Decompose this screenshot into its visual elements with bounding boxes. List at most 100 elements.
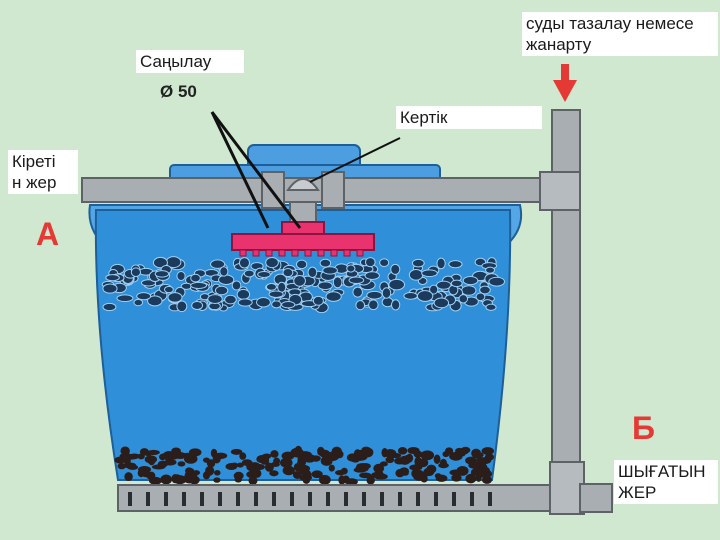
gravel-stone: [399, 455, 411, 465]
gravel-stone: [371, 471, 385, 479]
pebble: [130, 267, 142, 277]
pebble: [116, 294, 134, 303]
gravel-stone: [281, 451, 295, 461]
pebble: [461, 285, 477, 296]
gravel-stone: [456, 465, 469, 476]
drain-slot: [236, 492, 240, 506]
pebble: [268, 290, 284, 298]
gravel-stone: [445, 447, 454, 455]
gravel-stone: [451, 474, 462, 482]
gravel-stone: [328, 464, 335, 472]
gravel-stone: [338, 475, 346, 485]
drain-slot: [362, 492, 366, 506]
gravel-stone: [124, 472, 133, 482]
drain-slot: [290, 492, 294, 506]
drain-slot: [272, 492, 276, 506]
pebble: [366, 290, 383, 300]
pebble: [436, 257, 446, 270]
nozzle: [278, 249, 286, 257]
gravel-stone: [420, 450, 435, 461]
pebble: [152, 256, 168, 269]
pebble: [325, 291, 342, 302]
pebble: [207, 294, 223, 304]
valve-label: Кертік: [396, 106, 542, 129]
pebble: [296, 259, 308, 270]
nozzle: [239, 249, 247, 257]
pebble: [416, 290, 434, 302]
gravel-stone: [373, 463, 385, 474]
pebble: [364, 271, 380, 280]
gravel-stone: [147, 449, 160, 455]
gravel-stone: [171, 447, 181, 455]
gravel-stone: [230, 448, 243, 455]
gravel-stone: [251, 469, 262, 478]
pebble: [154, 270, 170, 278]
pebble: [381, 287, 392, 299]
pebble: [190, 273, 201, 283]
gravel-stone: [148, 476, 162, 485]
gravel-stone: [397, 446, 408, 455]
gravel-stone: [202, 457, 210, 463]
pebble: [224, 294, 237, 305]
gravel-stone: [293, 463, 301, 472]
gravel-stone: [280, 457, 293, 468]
gravel-stone: [282, 465, 295, 476]
gravel-stone: [256, 454, 270, 464]
pebble: [348, 276, 365, 284]
pebble: [265, 256, 279, 269]
gravel-stone: [413, 450, 423, 458]
pebble: [282, 268, 294, 278]
outlet-letter: Б: [632, 410, 655, 446]
gravel-stone: [205, 465, 215, 476]
gravel-stone: [477, 467, 488, 474]
right-riser-pipe: [551, 109, 581, 511]
pointer-line: [309, 137, 401, 183]
nozzle: [252, 249, 260, 257]
gravel-stone: [270, 450, 279, 458]
pointer-line: [210, 111, 302, 229]
nozzle: [356, 249, 364, 257]
nozzle: [330, 249, 338, 257]
pebble: [167, 292, 183, 303]
gravel-stone: [121, 452, 132, 460]
pebble: [236, 288, 251, 300]
gravel-stone: [473, 452, 484, 458]
gravel-stone: [114, 456, 127, 464]
drain-slot: [488, 492, 492, 506]
gravel-stone: [160, 474, 173, 485]
pebble: [433, 297, 450, 309]
outlet-label: ШЫҒАТЫН ЖЕР: [614, 460, 718, 504]
pebble: [458, 294, 469, 304]
gravel-stone: [269, 470, 279, 477]
pebble: [450, 279, 463, 288]
gravel-stone: [214, 469, 221, 476]
drain-slot: [128, 492, 132, 506]
pebble: [176, 270, 186, 281]
gravel-stone: [159, 453, 167, 461]
nozzle: [317, 249, 325, 257]
gravel-stone: [248, 476, 258, 485]
pebble: [271, 300, 282, 309]
gravel-stone: [417, 458, 429, 468]
pebble: [238, 257, 250, 269]
gravel-stone: [345, 478, 358, 486]
pebble: [346, 264, 356, 273]
gravel-stone: [319, 449, 331, 458]
drain-slot: [416, 492, 420, 506]
gravel-stone: [144, 455, 158, 464]
pebble: [364, 257, 376, 268]
pebble: [379, 258, 390, 267]
gravel-stone: [225, 462, 238, 471]
nozzle: [304, 249, 312, 257]
outlet-pipe: [579, 483, 613, 513]
gravel-stone: [139, 448, 149, 456]
pebble: [319, 258, 332, 268]
gravel-stone: [340, 467, 348, 475]
gravel-stone: [395, 468, 405, 478]
gravel-stone: [177, 461, 186, 467]
drain-slot: [452, 492, 456, 506]
pebble: [390, 299, 401, 311]
nozzle: [343, 249, 351, 257]
